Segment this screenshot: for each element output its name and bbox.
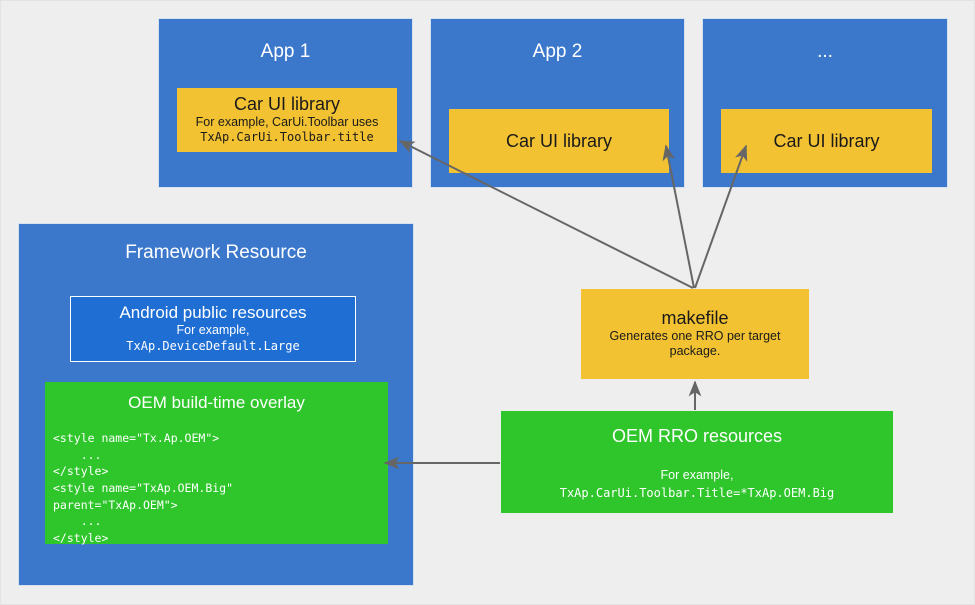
makefile-title: makefile: [661, 308, 729, 329]
app-3-library-title: Car UI library: [773, 130, 880, 151]
app-2-title: App 2: [532, 41, 583, 62]
app-2-car-ui-library-box: Car UI library: [449, 109, 669, 173]
makefile-subtitle: Generates one RRO per target package.: [609, 328, 781, 359]
app-1-library-title: Car UI library: [233, 94, 340, 115]
app-3-title: ...: [817, 41, 833, 62]
app-3-container: ... Car UI library: [702, 18, 948, 188]
android-public-resources-title: Android public resources: [119, 303, 307, 323]
app-1-library-code: TxAp.CarUi.Toolbar.title: [200, 130, 374, 145]
app-1-library-subtitle: For example, CarUi.Toolbar uses: [195, 114, 379, 129]
oem-rro-resources-box: OEM RRO resources For example, TxAp.CarU…: [501, 411, 893, 513]
framework-resource-container: Framework Resource Android public resour…: [18, 223, 414, 586]
makefile-box: makefile Generates one RRO per target pa…: [581, 289, 809, 379]
app-2-library-title: Car UI library: [505, 130, 612, 151]
oem-build-time-overlay-title: OEM build-time overlay: [128, 393, 305, 412]
oem-rro-resources-title: OEM RRO resources: [611, 426, 783, 446]
android-public-resources-subtitle: For example,: [176, 322, 250, 337]
oem-build-time-overlay-box: OEM build-time overlay <style name="Tx.A…: [45, 382, 388, 546]
framework-resource-title: Framework Resource: [125, 242, 307, 263]
app-3-car-ui-library-box: Car UI library: [721, 109, 932, 173]
oem-build-time-overlay-code: <style name="Tx.Ap.OEM"> ... </style> <s…: [53, 431, 234, 546]
app-2-container: App 2 Car UI library: [430, 18, 685, 188]
oem-rro-resources-subtitle: For example,: [660, 468, 734, 482]
android-public-resources-box: Android public resources For example, Tx…: [70, 296, 356, 362]
android-public-resources-code: TxAp.DeviceDefault.Large: [126, 339, 300, 354]
app-1-container: App 1 Car UI library For example, CarUi.…: [158, 18, 413, 188]
oem-rro-resources-code: TxAp.CarUi.Toolbar.Title=*TxAp.OEM.Big: [559, 486, 835, 500]
app-1-title: App 1: [260, 41, 311, 62]
app-1-car-ui-library-box: Car UI library For example, CarUi.Toolba…: [177, 88, 397, 152]
